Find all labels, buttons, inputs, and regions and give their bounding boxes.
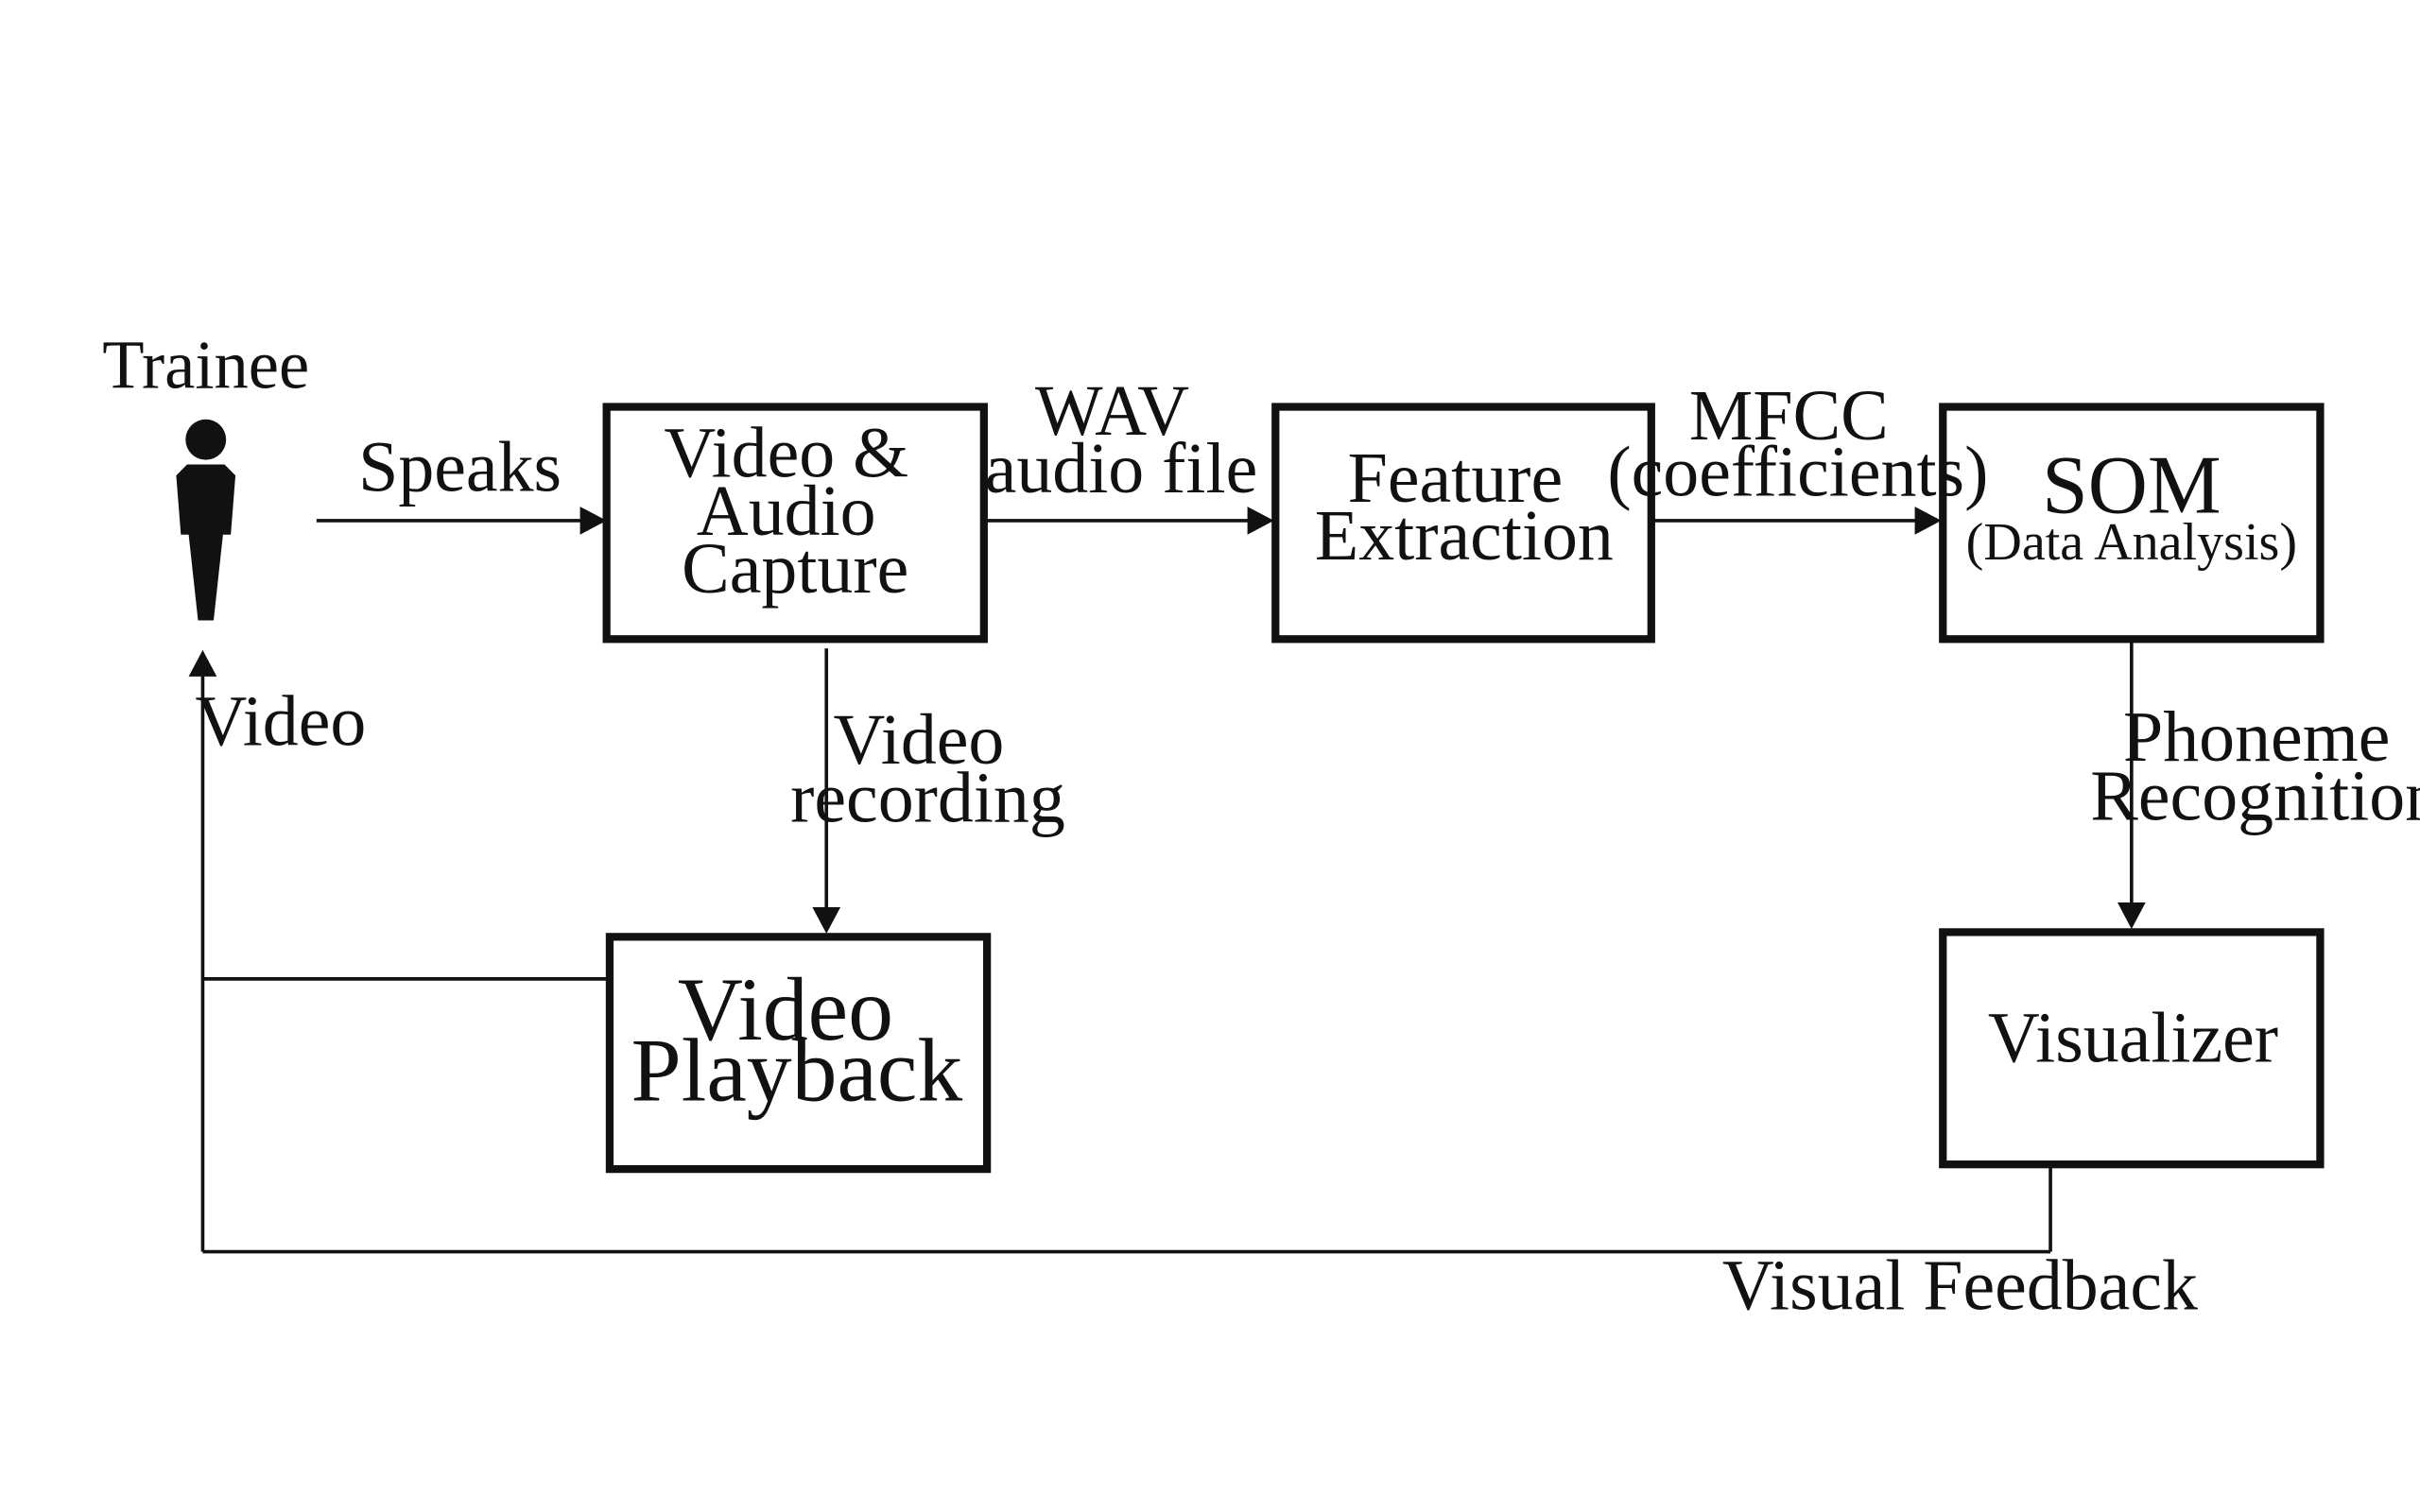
phoneme-recognition-label: Phoneme Recognition: [2090, 697, 2420, 836]
visualizer-label: Visualizer: [1988, 998, 2278, 1077]
speaks-label: Speaks: [358, 428, 562, 507]
feature-extraction-box: [1271, 403, 1655, 644]
trainee-label: Trainee: [102, 327, 309, 404]
mfcc-label: MFCC (coefficients): [1607, 376, 1988, 511]
feature-extraction-label: Feature Extraction: [1315, 438, 1614, 576]
som-label: SOM: [2042, 439, 2221, 531]
video-playback-box: [605, 933, 992, 1174]
video-recording-arrow: [812, 648, 841, 935]
wav-arrow: [983, 507, 1274, 535]
phoneme-recognition-arrow: [2118, 639, 2146, 930]
som-sublabel: (Data Analysis): [1966, 513, 2297, 572]
trainee-person-icon: [176, 419, 236, 621]
visualizer-box: [1939, 928, 2325, 1169]
wav-label: WAV audio file: [985, 371, 1258, 508]
video-label: Video: [195, 681, 366, 761]
visual-feedback-label: Visual Feedback: [1722, 1246, 2198, 1326]
video-playback-label: Video Playback: [631, 959, 963, 1120]
video-recording-label: Video recording: [790, 700, 1065, 837]
capture-label: Video & Audio Capture: [664, 414, 926, 609]
visual-feedback-path: [202, 1164, 2052, 1254]
speaks-arrow: [316, 507, 607, 535]
video-audio-capture-box: [602, 403, 988, 644]
return-to-trainee-arrow: [188, 649, 217, 1252]
mfcc-arrow: [1651, 507, 1942, 535]
